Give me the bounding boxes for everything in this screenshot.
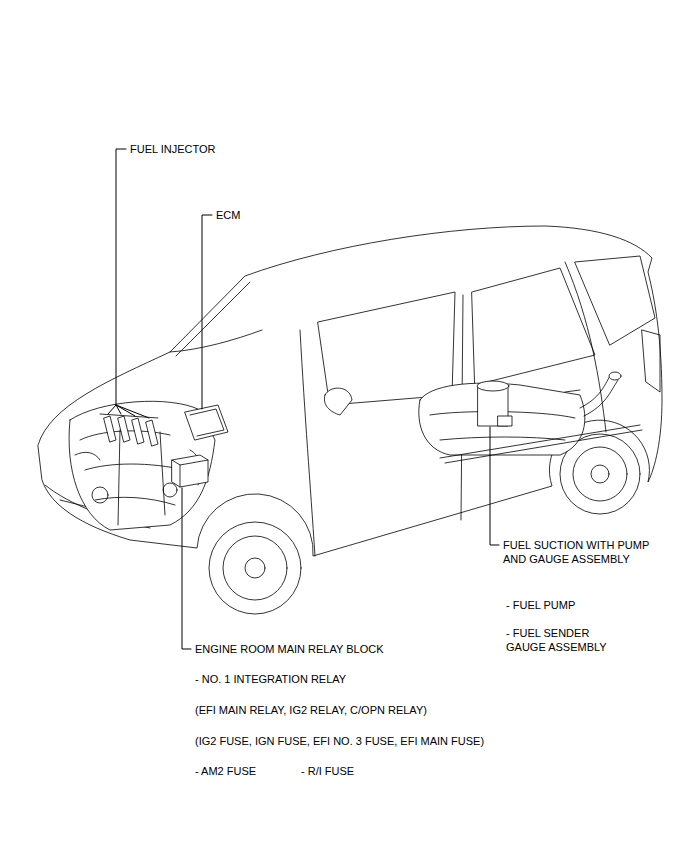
filler-cap (609, 372, 621, 380)
leader-line (490, 427, 499, 545)
part-label: - R/I FUSE (301, 764, 354, 778)
door-lines (300, 262, 606, 556)
part-label: - FUEL SENDER GAUGE ASSEMBLY (506, 626, 624, 654)
ecm (185, 405, 228, 440)
rear-window (472, 268, 595, 385)
front-wheel (209, 522, 301, 614)
leader-line (202, 215, 212, 409)
relay-block (172, 455, 208, 487)
part-label: ECM (216, 208, 240, 222)
part-label: - FUEL PUMP (506, 598, 575, 612)
part-label: (EFI MAIN RELAY, IG2 RELAY, C/OPN RELAY) (195, 703, 427, 717)
tail-light (642, 330, 660, 392)
exhaust (440, 425, 642, 463)
a-pillar (170, 282, 262, 356)
filler-pipe (580, 376, 618, 416)
leader-line (108, 149, 149, 418)
fuel-tank (419, 383, 585, 455)
part-label: (IG2 FUSE, IGN FUSE, EFI NO. 3 FUSE, EFI… (195, 734, 484, 748)
leader-line (182, 488, 191, 649)
part-label: FUEL SUCTION WITH PUMP AND GAUGE ASSEMBL… (503, 538, 668, 566)
car-body (38, 226, 662, 556)
quarter-window (575, 256, 655, 345)
part-label: ENGINE ROOM MAIN RELAY BLOCK (195, 642, 383, 656)
fuel-injectors (100, 414, 158, 446)
fuel-tank-detail (430, 412, 575, 440)
mirror (324, 388, 352, 415)
part-label: - NO. 1 INTEGRATION RELAY (195, 672, 346, 686)
part-label: - AM2 FUSE (195, 764, 256, 778)
fuel-pump-assembly (477, 381, 512, 426)
part-label: FUEL INJECTOR (130, 142, 216, 156)
